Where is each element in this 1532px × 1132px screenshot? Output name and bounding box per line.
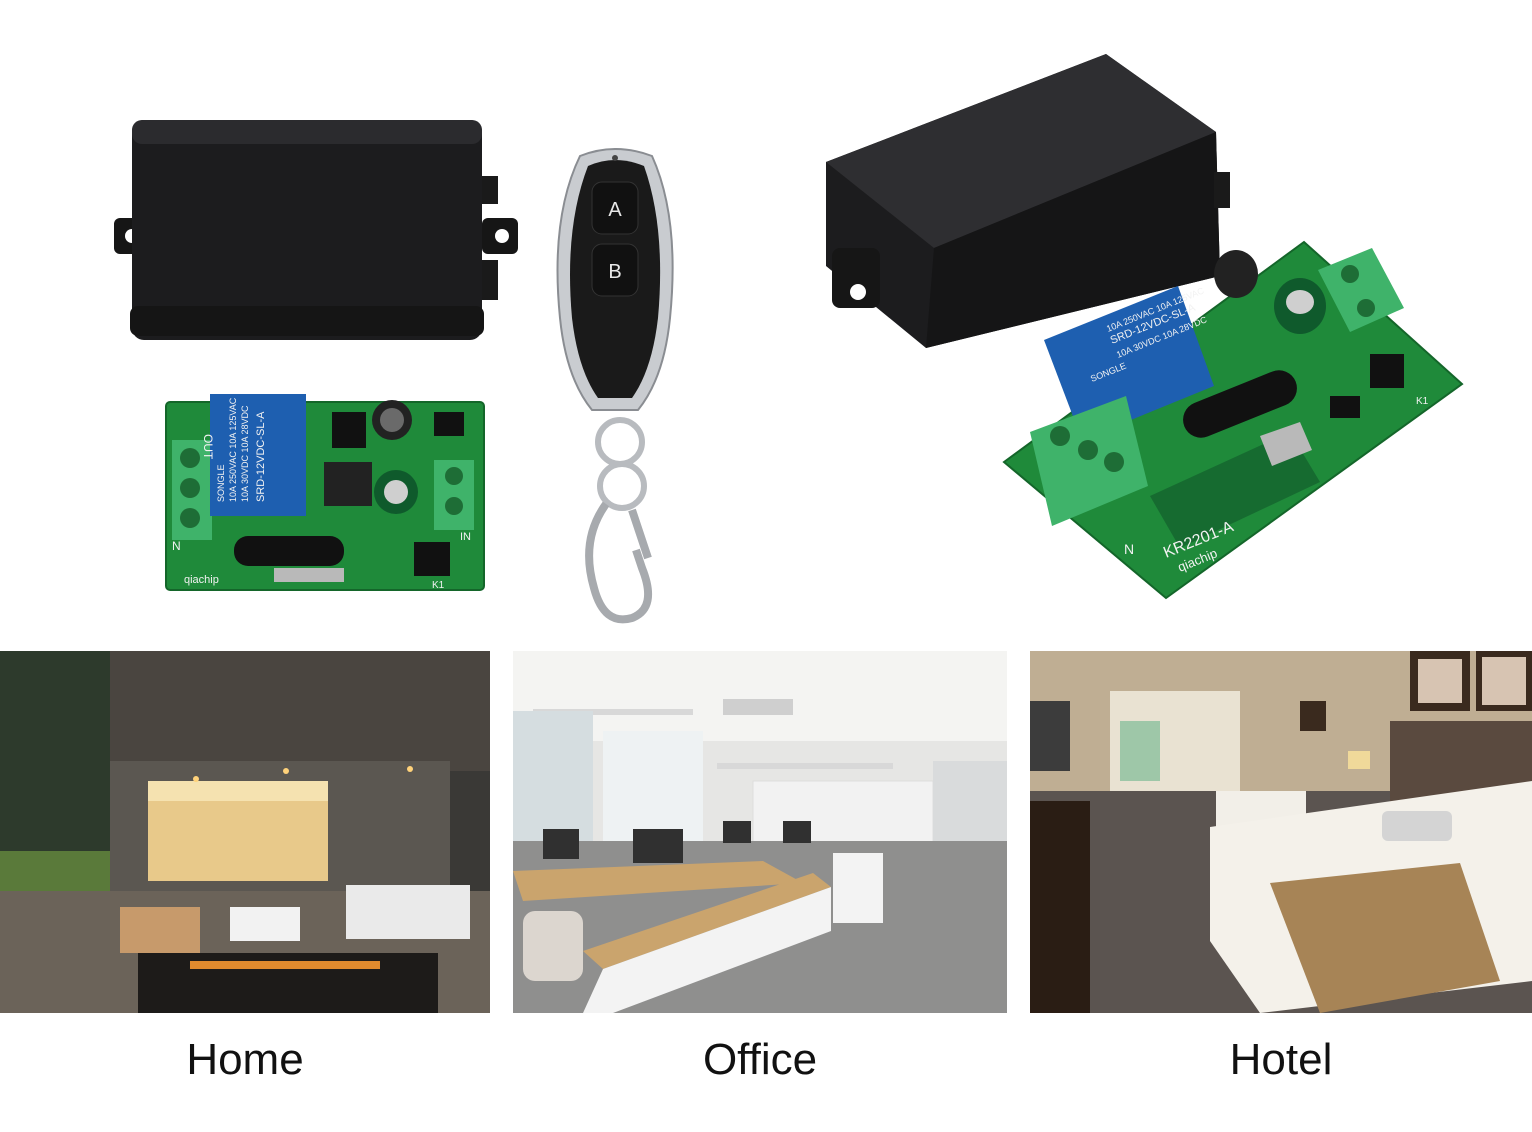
- caption-home: Home: [186, 1035, 304, 1084]
- relay-board-large: SRD-12VDC-SL-A 10A 250VAC 10A 125VAC 10A…: [1002, 240, 1464, 600]
- office-photo: [513, 651, 1007, 1013]
- n-label: N: [1124, 541, 1134, 557]
- k1-label: K1: [1416, 396, 1429, 407]
- caption-hotel: Hotel: [1229, 1035, 1333, 1084]
- board-brand-text: qiachip: [184, 574, 219, 586]
- remote-key-fob: A B: [556, 148, 674, 624]
- remote-button-b[interactable]: B: [591, 243, 639, 297]
- hotel-photo: [1030, 651, 1532, 1013]
- remote-button-b-label: B: [608, 261, 621, 283]
- enclosure-left: [114, 120, 518, 340]
- k1-label: K1: [432, 580, 445, 591]
- remote-button-a[interactable]: A: [591, 181, 639, 235]
- home-photo: [0, 651, 490, 1013]
- remote-button-a-label: A: [608, 199, 622, 221]
- out-label: OUT: [201, 434, 215, 460]
- relay-rating-text: 10A 250VAC 10A 125VAC: [228, 397, 238, 502]
- n-label: N: [172, 539, 181, 553]
- enclosure-right: [826, 54, 1230, 348]
- relay-brand-text: SONGLE: [216, 464, 226, 502]
- caption-office: Office: [702, 1035, 818, 1084]
- relay-board-small: SRD-12VDC-SL-A 10A 30VDC 10A 28VDC 10A 2…: [165, 394, 485, 591]
- relay-rating-text: 10A 30VDC 10A 28VDC: [240, 405, 250, 502]
- relay-model-text: SRD-12VDC-SL-A: [255, 411, 267, 502]
- in-label: IN: [460, 531, 471, 543]
